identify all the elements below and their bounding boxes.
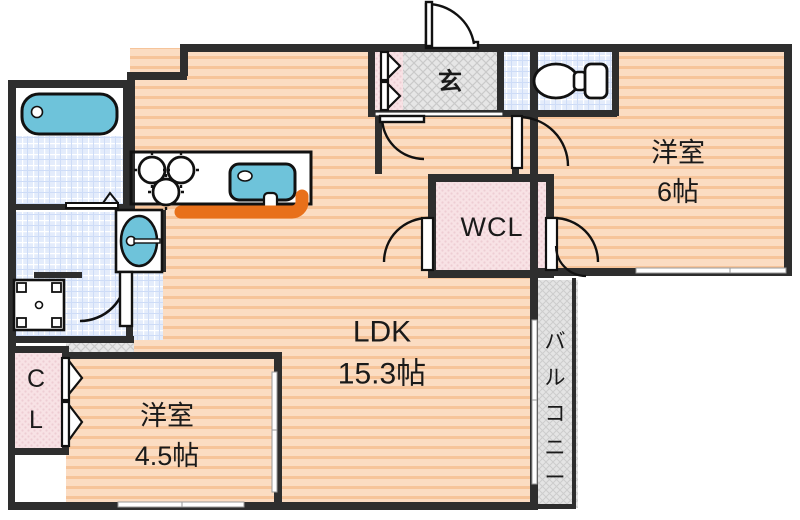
- wall-top-ldk: [180, 44, 538, 52]
- vanity-sink-icon: [114, 208, 164, 274]
- wall-left-ldk-top: [180, 44, 188, 76]
- wall-bath-top: [8, 80, 132, 88]
- balcony-label: バ ル コ ニ ー: [545, 331, 566, 490]
- room-labels: LDK 15.3帖 洋室 6帖 洋室 4.5帖 WCL C L 玄 バ ル コ …: [27, 68, 705, 490]
- front-door-icon: [424, 0, 480, 50]
- bath-door-icon: [65, 191, 119, 209]
- toilet-door-icon: [510, 114, 570, 170]
- wall-bedroom45-right: [274, 352, 282, 508]
- genkan-floor: [403, 50, 497, 112]
- wcl-door-left-icon: [382, 216, 435, 272]
- ldk-size-label: 15.3帖: [338, 358, 426, 391]
- wall-bedroom45-top: [66, 352, 281, 359]
- ldk-window-south-icon: [117, 501, 245, 508]
- cl-label-line2: L: [29, 406, 43, 434]
- wcl-door-right-icon: [544, 216, 600, 272]
- bedroom45-floor: [66, 355, 281, 508]
- wall-bath-right: [123, 80, 131, 210]
- wall-shoecloset-left: [368, 44, 375, 116]
- wall-balcony-bottom: [530, 504, 576, 509]
- wall-right-outer: [784, 44, 792, 276]
- balcony-floor: [534, 280, 578, 508]
- wall-cl-bottom: [8, 448, 68, 455]
- wall-toilet-right: [612, 44, 619, 116]
- balcony-window-icon: [531, 319, 538, 485]
- bedroom45-door-icon: [271, 371, 278, 493]
- wcl-label: WCL: [461, 212, 524, 242]
- kitchen-counter-outline: [129, 150, 313, 206]
- balcony-char-4: ニ: [545, 437, 566, 460]
- cl-doors-icon: [60, 356, 84, 448]
- ldk-floor-lower: [281, 278, 530, 508]
- toilet-icon: [532, 62, 609, 100]
- balcony-char-1: バ: [545, 331, 566, 354]
- wall-left-outer: [8, 80, 16, 350]
- ldk-label: LDK: [353, 316, 411, 349]
- cl-label-line1: C: [27, 365, 45, 393]
- balcony-char-5: ー: [545, 467, 566, 490]
- wall-cl-top: [8, 346, 68, 353]
- wall-toilet-left: [497, 44, 504, 116]
- genkan-label: 玄: [438, 68, 462, 96]
- wall-bottom-outer: [8, 502, 538, 510]
- wall-balcony-outer: [572, 278, 576, 508]
- gas-stove-icon: [134, 152, 199, 210]
- balcony-char-3: コ: [545, 403, 566, 426]
- wall-left-lower: [8, 343, 15, 508]
- bedroom6-window-icon: [635, 267, 787, 274]
- wall-hall-left-stub: [375, 116, 382, 174]
- wall-washroom-bottom: [8, 336, 134, 343]
- wall-step-top: [127, 72, 187, 80]
- fixtures: [12, 62, 609, 332]
- hall-door-icon: [378, 114, 426, 161]
- wall-top-bedroom6: [538, 44, 792, 52]
- wall-wcl-bottom: [428, 270, 554, 278]
- washing-machine-icon: [12, 278, 66, 332]
- bedroom6-label: 洋室: [651, 138, 705, 168]
- wall-wcl-top: [428, 174, 554, 182]
- wall-ldk-right: [530, 48, 538, 280]
- wall-toilet-bottom: [497, 110, 617, 117]
- cl-floor: [8, 352, 65, 452]
- balcony-char-2: ル: [545, 367, 566, 390]
- bathtub-icon: [20, 92, 119, 136]
- shoe-closet-doors-icon: [379, 50, 402, 112]
- bath-tile-floor: [14, 136, 127, 208]
- washroom-door-icon: [34, 270, 134, 328]
- bedroom6-size-label: 6帖: [657, 177, 699, 207]
- bedroom45-label: 洋室: [140, 401, 194, 431]
- counter-icon: [174, 189, 309, 219]
- openings: [60, 0, 787, 508]
- genkan-step-icon: [374, 111, 504, 117]
- bedroom45-size-label: 4.5帖: [135, 441, 200, 471]
- bedroom6-entry-door-icon: [554, 245, 587, 278]
